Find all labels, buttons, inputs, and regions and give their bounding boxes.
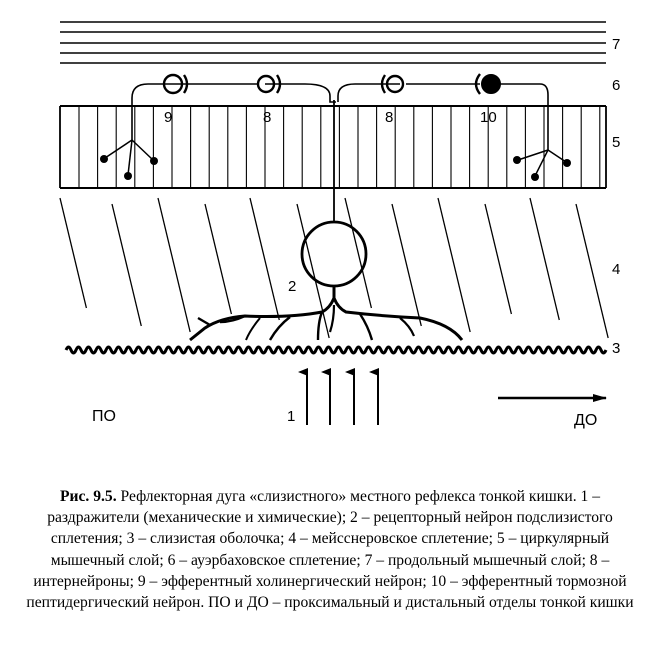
interneuron-8-right [380, 74, 405, 94]
label-3: 3 [612, 340, 620, 357]
caption-text: Рефлекторная дуга «слизистного» местного… [26, 488, 634, 612]
label-7: 7 [612, 36, 620, 53]
label-2: 2 [288, 278, 296, 295]
label-4: 4 [612, 261, 620, 278]
label-neuron-8-left: 8 [263, 109, 271, 126]
label-neuron-9: 9 [164, 109, 172, 126]
effector-terminals-left [100, 139, 158, 180]
mucosa-line [64, 345, 608, 355]
reflex-arc-diagram: 7 6 5 4 3 2 1 9 8 8 10 ПО ДО [59, 21, 620, 429]
label-1: 1 [287, 408, 295, 425]
effector-terminals-right [513, 149, 571, 181]
label-6: 6 [612, 77, 620, 94]
label-neuron-8-right: 8 [385, 109, 393, 126]
myenteric-plexus [131, 73, 549, 222]
longitudinal-muscle-layer [60, 21, 606, 64]
interneuron-8-left [256, 74, 282, 94]
label-distal: ДО [574, 412, 597, 429]
circular-muscle-layer [59, 105, 607, 189]
submucosa-layer [59, 197, 609, 339]
label-neuron-10: 10 [480, 109, 497, 126]
figure-caption: Рис. 9.5. Рефлекторная дуга «слизистного… [14, 486, 646, 613]
label-proximal: ПО [92, 408, 116, 425]
stimuli-arrows [298, 368, 379, 425]
efferent-inhibitory-neuron-10 [474, 73, 501, 95]
figure-number: Рис. 9.5. [59, 488, 117, 505]
label-5: 5 [612, 134, 620, 151]
receptor-neuron [189, 220, 464, 342]
efferent-cholinergic-neuron-9 [162, 73, 189, 95]
